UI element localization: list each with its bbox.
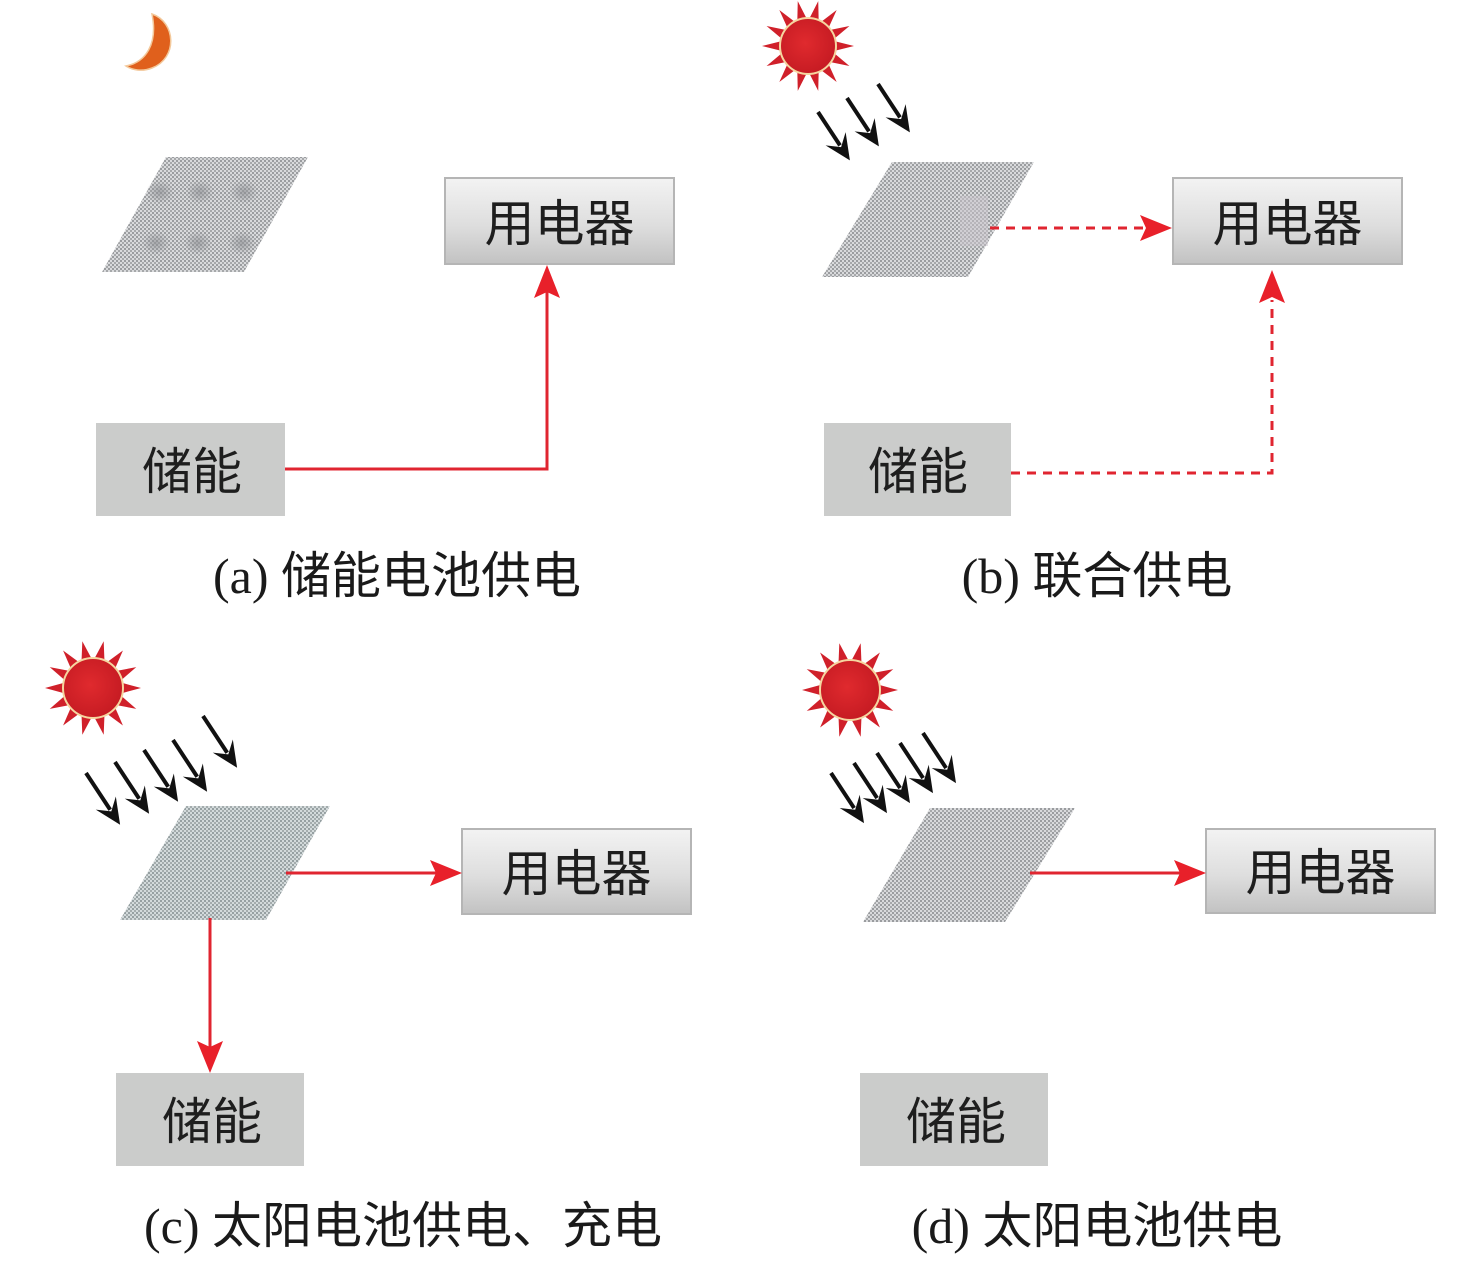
storage-label: 储能 — [868, 443, 968, 501]
sun-spike — [877, 684, 898, 696]
sunlight-ray — [816, 110, 842, 147]
sun-spike — [808, 1, 819, 23]
storage-box: 储能 — [116, 1073, 304, 1166]
caption-b: (b) 联合供电 — [962, 548, 1233, 604]
sunlight-ray — [171, 738, 199, 778]
sunlight-ray — [113, 760, 141, 800]
caption-c: (c) 太阳电池供电、充电 — [144, 1198, 662, 1254]
storage-box: 储能 — [824, 423, 1011, 516]
load-box: 用电器 — [461, 828, 692, 915]
storage-box: 储能 — [860, 1073, 1048, 1166]
caption-a: (a) 储能电池供电 — [213, 548, 581, 604]
sun-spike — [833, 40, 854, 52]
sunlight-ray-head — [862, 784, 887, 814]
solar-panel-icon — [120, 806, 330, 920]
flow-arrow-panel-to-load — [1030, 860, 1206, 886]
sunlight-ray-head — [931, 754, 956, 784]
sunlight-ray — [876, 82, 902, 119]
storage-box: 储能 — [96, 423, 285, 516]
sunlight-rays — [816, 82, 910, 161]
panel-a: 用电器 储能 (a) 储能电池供电 — [96, 12, 675, 604]
solar-panel-icon — [102, 157, 308, 272]
sun-spike — [762, 40, 783, 52]
sunlight-ray-head — [95, 796, 121, 825]
sun-spike — [850, 715, 862, 737]
storage-label: 储能 — [906, 1093, 1006, 1151]
sun-spike — [120, 682, 141, 694]
sunlight-ray-head — [212, 739, 238, 768]
sun-spike — [93, 713, 105, 735]
sunlight-ray-head — [885, 104, 910, 133]
flow-arrow-panel-to-load — [990, 215, 1172, 241]
sunlight-ray — [829, 771, 856, 810]
sunlight-ray — [201, 714, 229, 754]
sun-spike — [802, 684, 823, 696]
sun-spike — [808, 69, 819, 91]
sunlight-ray-head — [839, 794, 864, 824]
caption-d: (d) 太阳电池供电 — [912, 1198, 1283, 1254]
sunlight-ray — [142, 748, 170, 788]
sunlight-ray — [921, 731, 948, 770]
storage-label: 储能 — [142, 443, 242, 501]
flow-arrow-storage-to-load — [1011, 270, 1285, 475]
panel-d: 用电器 储能 (d) 太阳电池供电 — [802, 643, 1436, 1254]
storage-label: 储能 — [162, 1093, 262, 1151]
sun-spike — [850, 643, 862, 665]
load-box: 用电器 — [1205, 828, 1436, 914]
load-label: 用电器 — [1213, 195, 1363, 253]
sunlight-ray-head — [854, 118, 879, 147]
sunlight-rays — [829, 731, 956, 824]
moon-icon — [124, 12, 172, 71]
load-label: 用电器 — [1246, 844, 1396, 902]
sunlight-ray-head — [825, 132, 850, 161]
sunlight-ray-head — [153, 773, 179, 802]
sunlight-ray — [845, 96, 871, 133]
sunlight-ray — [852, 761, 879, 800]
sun-spike — [45, 682, 66, 694]
sun-icon — [802, 643, 898, 737]
sunlight-ray-head — [908, 764, 933, 794]
panel-b: 用电器 储能 (b) 联合供电 — [762, 1, 1403, 604]
load-box: 用电器 — [444, 177, 675, 265]
load-label: 用电器 — [502, 845, 652, 903]
sun-spike — [81, 641, 93, 663]
flow-arrow-storage-to-load — [285, 265, 560, 471]
sun-spike — [838, 643, 850, 665]
sun-spike — [797, 69, 808, 91]
load-box: 用电器 — [1172, 177, 1403, 265]
sunlight-ray-head — [124, 785, 150, 814]
sunlight-ray — [875, 751, 902, 790]
sunlight-ray — [898, 741, 925, 780]
sun-icon — [762, 1, 854, 91]
flow-arrow-panel-to-load — [286, 860, 462, 886]
panel-c: 用电器 储能 (c) 太阳电池供电、充电 — [45, 641, 692, 1254]
sun-spike — [93, 641, 105, 663]
sunlight-rays — [84, 714, 238, 825]
solar-panel-icon — [822, 162, 1034, 277]
sunlight-ray-head — [885, 774, 910, 804]
sunlight-ray — [84, 771, 112, 811]
sun-spike — [81, 713, 93, 735]
sunlight-ray-head — [182, 763, 208, 792]
sun-spike — [797, 1, 808, 23]
load-label: 用电器 — [485, 195, 635, 253]
solar-panel-icon — [863, 808, 1075, 922]
flow-arrow-panel-to-storage — [197, 918, 223, 1073]
sun-spike — [838, 715, 850, 737]
sun-icon — [45, 641, 141, 735]
